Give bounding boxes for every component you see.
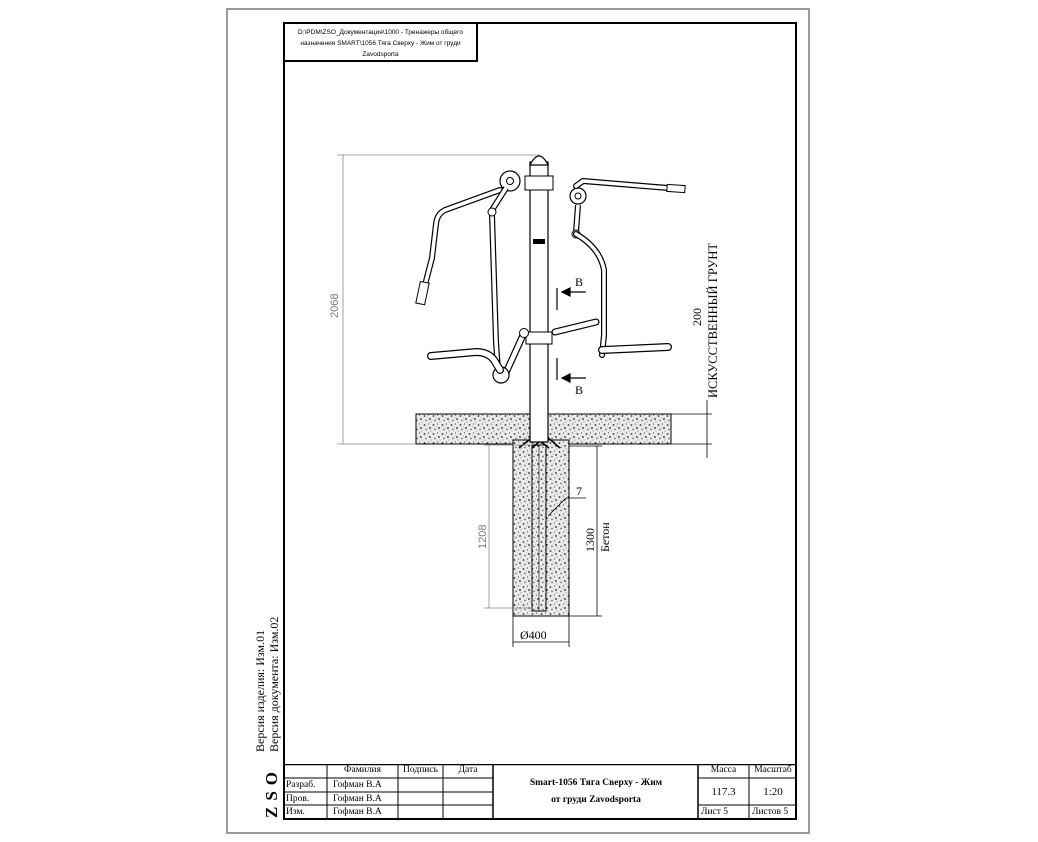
product-version: Версия изделия: Изм.01 (253, 629, 267, 752)
post-cap (529, 155, 549, 166)
name-changes: Гофман В.А (333, 807, 382, 817)
ground-layer-label: ИСКУССТВЕННЫЙ ГРУНТ (706, 243, 720, 398)
header-surname: Фамилия (343, 765, 381, 775)
header-date: Дата (458, 765, 478, 775)
right-linkage (573, 231, 607, 358)
role-changes: Изм. (286, 807, 305, 817)
foundation-depth-dimension: 1300 (583, 528, 597, 552)
role-checker: Пров. (286, 794, 310, 804)
title-block-grid (283, 764, 797, 820)
sheets-total: Листов 5 (752, 807, 789, 817)
foundation-material-label: Бетон (598, 522, 612, 552)
header-mass: Масса (710, 765, 737, 775)
sheet-number: Лист 5 (701, 807, 729, 817)
product-name-line1: Smart-1056 Тяга Сверху - Жим (529, 778, 663, 788)
post-label-plate (533, 239, 545, 244)
foundation-diameter-dimension: Ø400 (520, 628, 547, 642)
item-number-label: 7 (576, 484, 582, 498)
mass-value: 117.3 (711, 786, 736, 798)
company-mark: ZSO (262, 765, 281, 818)
file-path-box: D:\PDM\ZSO_Документация\1000 - Тренажеры… (283, 22, 478, 62)
document-version: Версия документа: Изм.02 (267, 616, 281, 752)
title-block: Фамилия Подпись Дата Разраб. Гофман В.А … (283, 764, 797, 820)
product-name-line2: от груди Zavodsporta (551, 795, 641, 805)
file-path-label: D:\PDM\ZSO_Документация\1000 - Тренажеры… (298, 29, 463, 58)
overall-height-dimension: 2068 (329, 294, 341, 318)
section-mark-lower (556, 358, 586, 383)
header-signature: Подпись (403, 765, 438, 775)
ground-layer-dimension: 200 (690, 308, 704, 326)
main-post (529, 161, 549, 443)
section-mark-upper-label: В (575, 275, 583, 289)
name-checker: Гофман В.А (333, 794, 382, 804)
concrete-foundation (512, 439, 570, 617)
embed-depth-dimension: 1208 (477, 525, 489, 549)
section-mark-upper (556, 287, 586, 310)
role-developer: Разраб. (286, 780, 316, 790)
name-developer: Гофман В.А (333, 780, 382, 790)
scale-value: 1:20 (763, 786, 783, 798)
section-mark-lower-label: В (575, 383, 583, 397)
header-scale: Масштаб (754, 765, 792, 775)
